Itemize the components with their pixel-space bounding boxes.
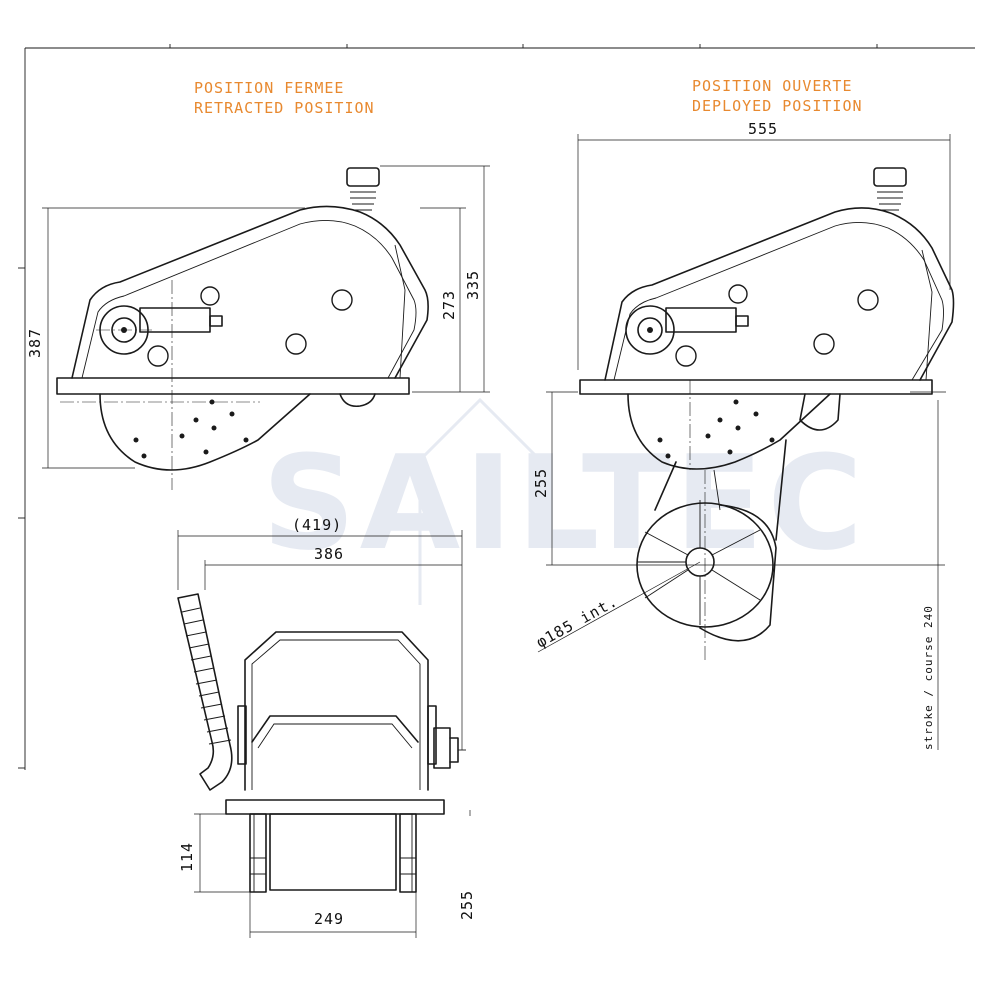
retracted-hole-1 [200,286,220,306]
sheet-frame [18,44,975,770]
deployed-tunnel-body [699,504,777,642]
front-pod [269,813,397,891]
front-housing [244,631,429,791]
stroke-label: stroke / course 240 [922,605,935,750]
dim-249: 249 [314,910,344,928]
deployed-title-en: DEPLOYED POSITION [692,97,863,115]
dim-555: 555 [748,120,778,138]
deployed-base-plate [579,379,933,395]
retracted-hole-4 [147,345,169,367]
watermark: SAILTEC [262,427,867,579]
retracted-housing [71,205,429,379]
dim-255-front: 255 [458,890,476,920]
dim-335: 335 [464,270,482,300]
front-housing-step [251,715,419,743]
retracted-hose-fitting [346,167,380,187]
dim-tunnel-diameter: φ185 int. [533,592,621,652]
front-actuator [433,727,451,769]
dim-419: (419) [292,516,342,534]
watermark-sail-shape [418,397,542,605]
retracted-title-en: RETRACTED POSITION [194,99,375,117]
front-base-plate [225,799,445,815]
front-hose [177,593,233,791]
dim-255-deployed: 255 [532,468,550,498]
dim-273: 273 [440,290,458,320]
retracted-actuator-arm [139,307,211,333]
retracted-hole-2 [331,289,353,311]
deployed-hose-fitting [873,167,907,187]
deployed-view: POSITION OUVERTE DEPLOYED POSITION 555 [532,77,955,750]
front-leg-left [249,813,267,893]
deployed-title-fr: POSITION OUVERTE [692,77,853,95]
deployed-hole-2 [857,289,879,311]
deployed-hole-1 [728,284,748,304]
deployed-outlet [799,393,841,431]
deployed-actuator-wheel [625,305,675,355]
deployed-lower-pod [627,393,831,470]
dim-114: 114 [178,842,196,872]
front-view: (419) 386 [177,516,476,938]
deployed-hole-4 [675,345,697,367]
front-leg-right [399,813,417,893]
deployed-hole-3 [813,333,835,355]
dim-386: 386 [314,545,344,563]
retracted-hole-3 [285,333,307,355]
retracted-title-fr: POSITION FERMEE [194,79,344,97]
retracted-outlet [339,393,376,408]
deployed-actuator-arm [665,307,737,333]
deployed-housing [604,207,955,381]
retracted-base-plate [56,377,410,395]
retracted-lower-pod [99,393,311,471]
dim-387: 387 [26,328,44,358]
retracted-view: POSITION FERMEE RETRACTED POSITION [26,79,490,490]
deployed-strut [654,439,787,541]
